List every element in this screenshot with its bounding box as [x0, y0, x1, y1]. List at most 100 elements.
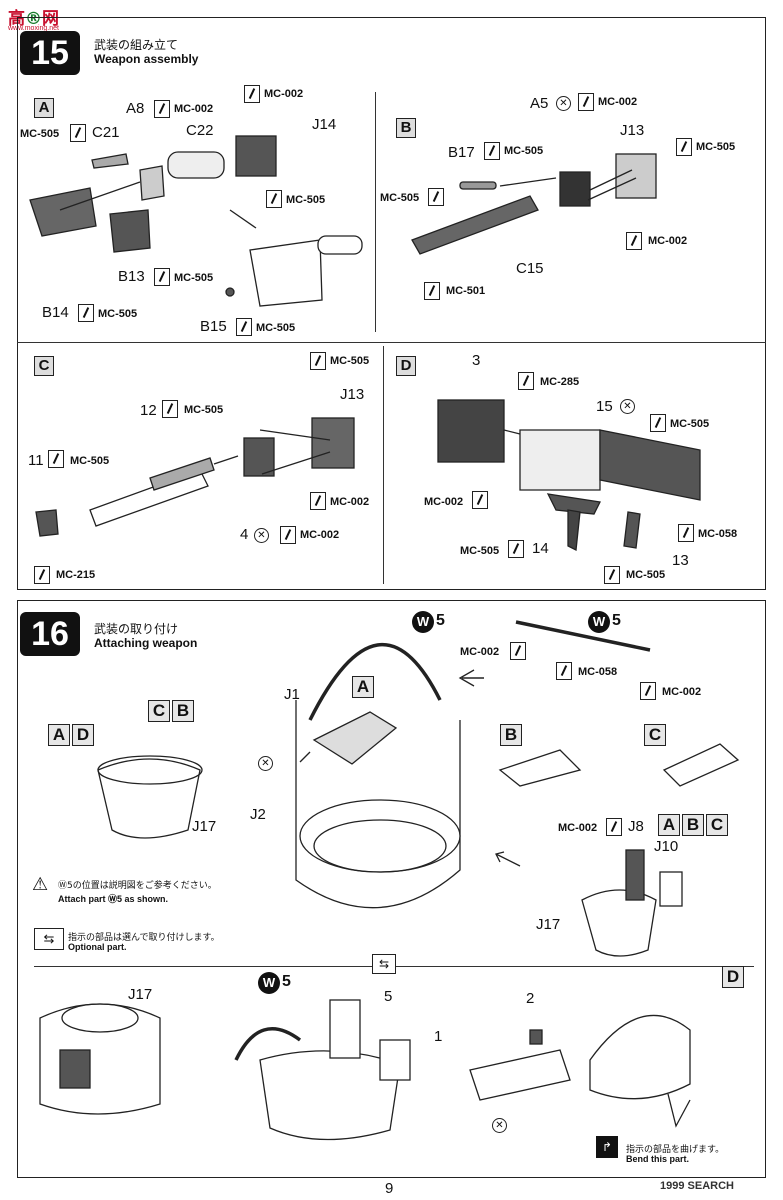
paint-icon	[48, 450, 64, 468]
paint-icon	[604, 566, 620, 584]
sub-c-letter: C	[34, 356, 54, 376]
label-c15: C15	[516, 260, 544, 277]
note-jp: Ⓦ5の位置は説明図をご参考ください。	[58, 881, 217, 891]
letter-b-right: B	[500, 724, 522, 746]
label-c22: C22	[186, 122, 214, 139]
warning-icon: ⚠	[32, 874, 49, 894]
code: MC-505	[330, 355, 370, 367]
paint-icon	[236, 318, 252, 336]
code: MC-002	[264, 88, 304, 100]
label-j17-1: J17	[192, 818, 217, 835]
label-j10: J10	[654, 838, 679, 855]
optional-en: Optional part.	[68, 942, 127, 952]
letter-a-right: A	[658, 814, 680, 836]
paint-icon	[162, 400, 178, 418]
label-c21: C21	[92, 124, 120, 141]
letter-d-left: D	[72, 724, 94, 746]
paint-icon	[678, 524, 694, 542]
divider-v1	[375, 92, 377, 332]
w5-number: 5	[282, 973, 291, 990]
code: MC-505	[696, 141, 736, 153]
paint-icon	[556, 662, 572, 680]
letter-c-right: C	[644, 724, 666, 746]
optional-icon: ⇆	[372, 954, 396, 974]
letter-c-right2: C	[706, 814, 728, 836]
label-j8: J8	[628, 818, 644, 835]
code: MC-505	[626, 569, 666, 581]
divider-v2	[383, 346, 385, 584]
paint-icon	[508, 540, 524, 558]
note-en: Attach part Ⓦ5 as shown.	[58, 894, 169, 904]
sub-b-letter: B	[396, 118, 416, 138]
code: MC-002	[662, 686, 702, 698]
label-3: 3	[472, 352, 481, 369]
w5-icon: W	[258, 972, 280, 994]
step15-title-jp: 武装の組み立て	[94, 38, 179, 52]
code: MC-505	[380, 192, 420, 204]
code: MC-215	[56, 569, 96, 581]
bend-en: Bend this part.	[626, 1154, 690, 1164]
paint-icon	[472, 491, 488, 509]
cement-free-icon: ✕	[254, 528, 269, 543]
paint-icon	[578, 93, 594, 111]
code: MC-505	[504, 145, 544, 157]
paint-icon	[676, 138, 692, 156]
label-2: 2	[526, 990, 535, 1007]
optional-icon: ⇆	[34, 928, 64, 950]
step15-frame	[17, 17, 766, 590]
code: MC-505	[184, 404, 224, 416]
code: MC-058	[698, 528, 738, 540]
paint-icon	[424, 282, 440, 300]
paint-icon	[70, 124, 86, 142]
label-1: 1	[434, 1028, 443, 1045]
code: MC-002	[330, 496, 370, 508]
cement-free-icon: ✕	[556, 96, 571, 111]
letter-b-left: B	[172, 700, 194, 722]
paint-icon	[510, 642, 526, 660]
paint-icon	[244, 85, 260, 103]
page-number: 9	[385, 1180, 394, 1197]
code: MC-002	[598, 96, 638, 108]
sub-d-letter: D	[396, 356, 416, 376]
code: MC-002	[648, 235, 688, 247]
code: MC-505	[286, 194, 326, 206]
letter-c-left: C	[148, 700, 170, 722]
letter-d-bottom: D	[722, 966, 744, 988]
label-11: 11	[28, 452, 44, 469]
step15-number: 15	[20, 31, 80, 75]
watermark-logo: 高®网 www.moxing.net	[8, 9, 59, 32]
letter-b-right2: B	[682, 814, 704, 836]
code: MC-002	[300, 529, 340, 541]
code: MC-505	[70, 455, 110, 467]
code: MC-505	[670, 418, 710, 430]
step15-title-en: Weapon assembly	[94, 52, 199, 66]
paint-icon	[34, 566, 50, 584]
label-b17: B17	[448, 144, 475, 161]
code: MC-505	[20, 128, 60, 140]
label-j17-2: J17	[536, 916, 561, 933]
cement-free-icon: ✕	[620, 399, 635, 414]
paint-icon	[626, 232, 642, 250]
label-13: 13	[672, 552, 689, 569]
bend-jp: 指示の部品を曲げます。	[626, 1145, 725, 1155]
paint-icon	[266, 190, 282, 208]
label-j13: J13	[620, 122, 645, 139]
paint-icon	[280, 526, 296, 544]
code: MC-501	[446, 285, 486, 297]
code: MC-505	[98, 308, 138, 320]
divider-h1	[17, 342, 766, 344]
label-j14: J14	[312, 116, 337, 133]
paint-icon	[154, 268, 170, 286]
w5-number: 5	[612, 612, 621, 629]
paint-icon	[78, 304, 94, 322]
paint-icon	[606, 818, 622, 836]
step16-number: 16	[20, 612, 80, 656]
paint-icon	[428, 188, 444, 206]
code: MC-058	[578, 666, 618, 678]
label-j1: J1	[284, 686, 300, 703]
code: MC-002	[424, 496, 464, 508]
code: MC-505	[460, 545, 500, 557]
paint-icon	[484, 142, 500, 160]
label-14: 14	[532, 540, 549, 557]
label-b14: B14	[42, 304, 69, 321]
